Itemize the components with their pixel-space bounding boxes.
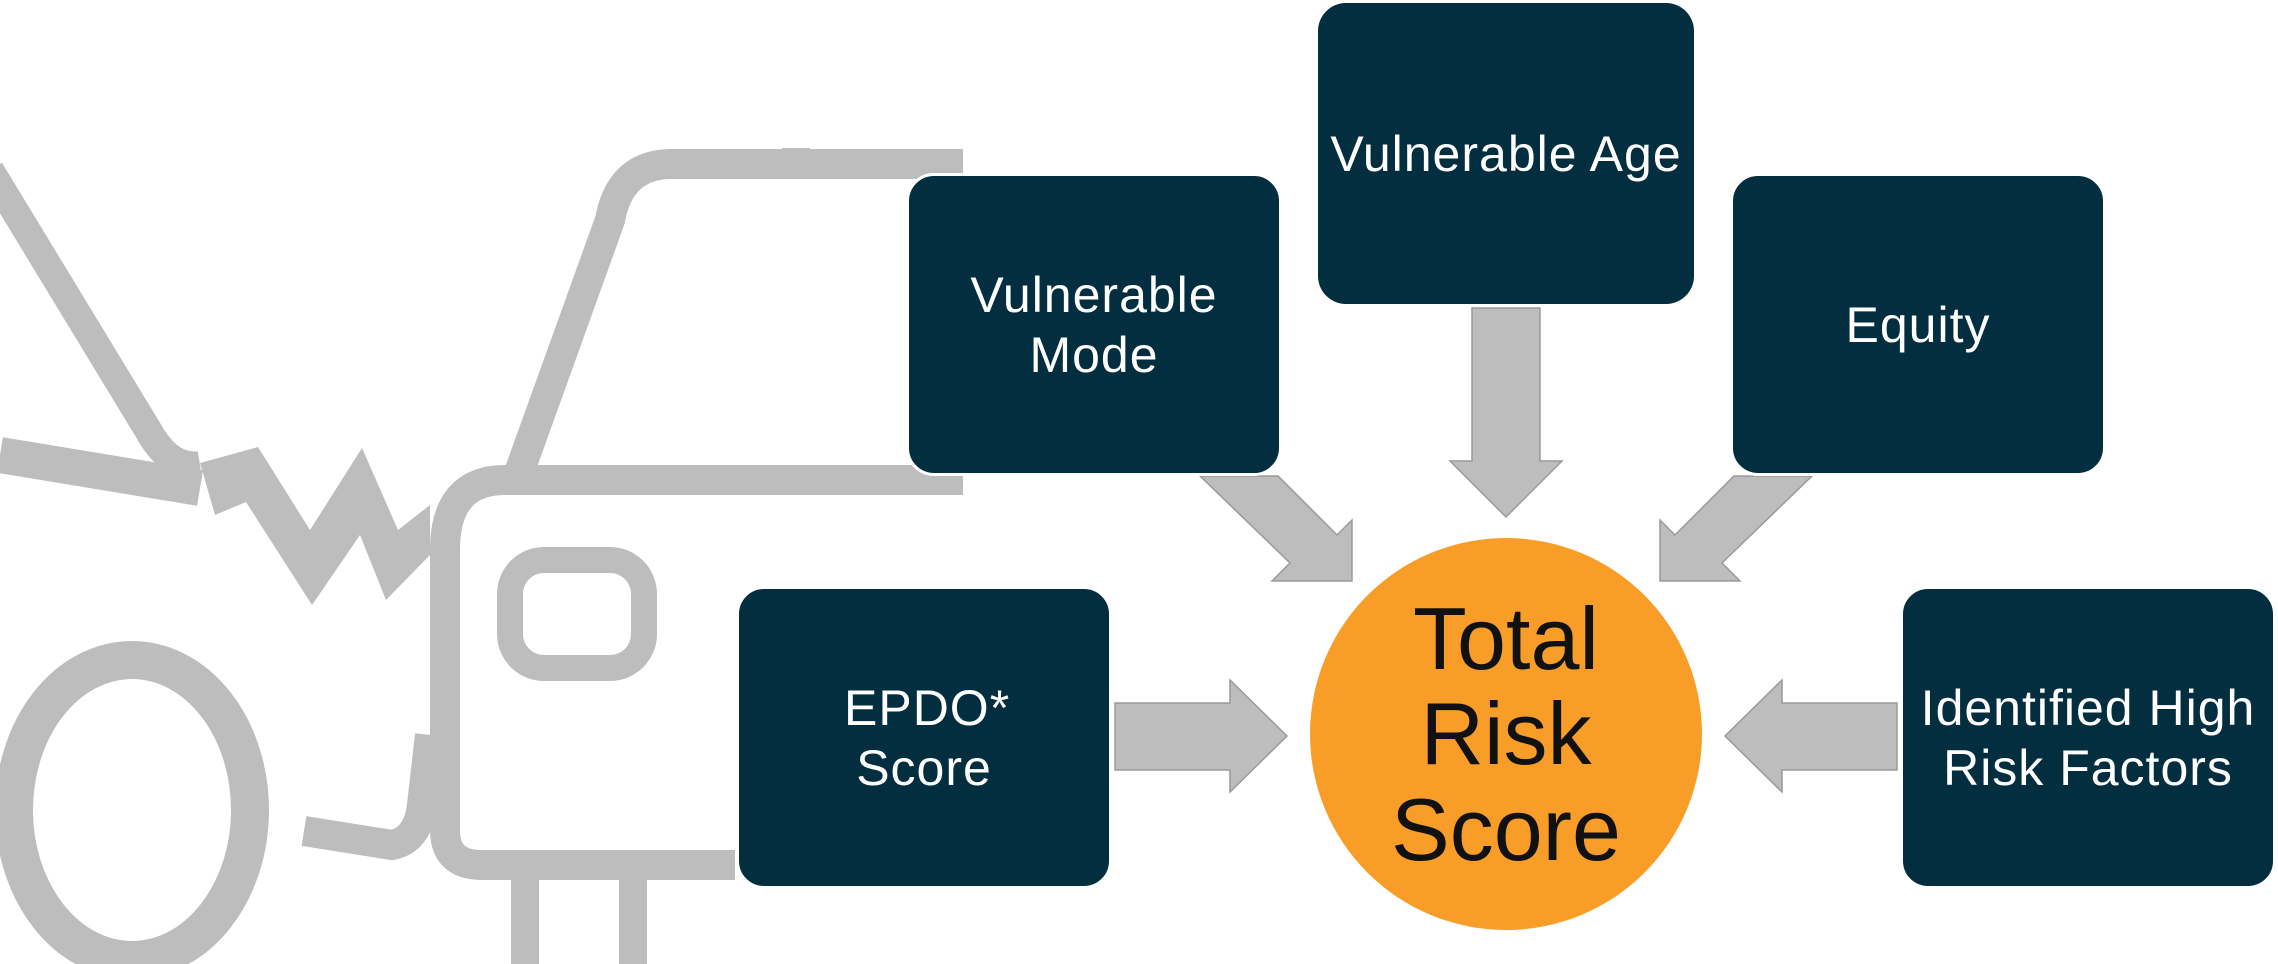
- box-high-risk-factors: Identified High Risk Factors: [1900, 586, 2276, 889]
- arrow-equity: [1659, 475, 1814, 582]
- box-high-risk-factors-label: Identified High Risk Factors: [1920, 679, 2256, 796]
- total-risk-score-label: Total Risk Score: [1391, 589, 1621, 879]
- box-epdo-score-label: EPDO* Score: [844, 679, 1011, 796]
- total-risk-score-circle: Total Risk Score: [1310, 538, 1702, 930]
- box-vulnerable-mode-label: Vulnerable Mode: [970, 266, 1218, 383]
- box-vulnerable-age-label: Vulnerable Age: [1330, 125, 1682, 182]
- box-equity-label: Equity: [1845, 296, 1991, 353]
- arrow-high-risk: [1723, 678, 1898, 794]
- arrow-vulnerable-age: [1448, 307, 1564, 519]
- box-vulnerable-age: Vulnerable Age: [1318, 3, 1694, 304]
- arrow-vulnerable-mode: [1198, 475, 1353, 582]
- box-epdo-score: EPDO* Score: [736, 586, 1112, 889]
- arrow-epdo: [1114, 678, 1289, 794]
- box-vulnerable-mode: Vulnerable Mode: [906, 173, 1282, 476]
- box-equity: Equity: [1730, 173, 2106, 476]
